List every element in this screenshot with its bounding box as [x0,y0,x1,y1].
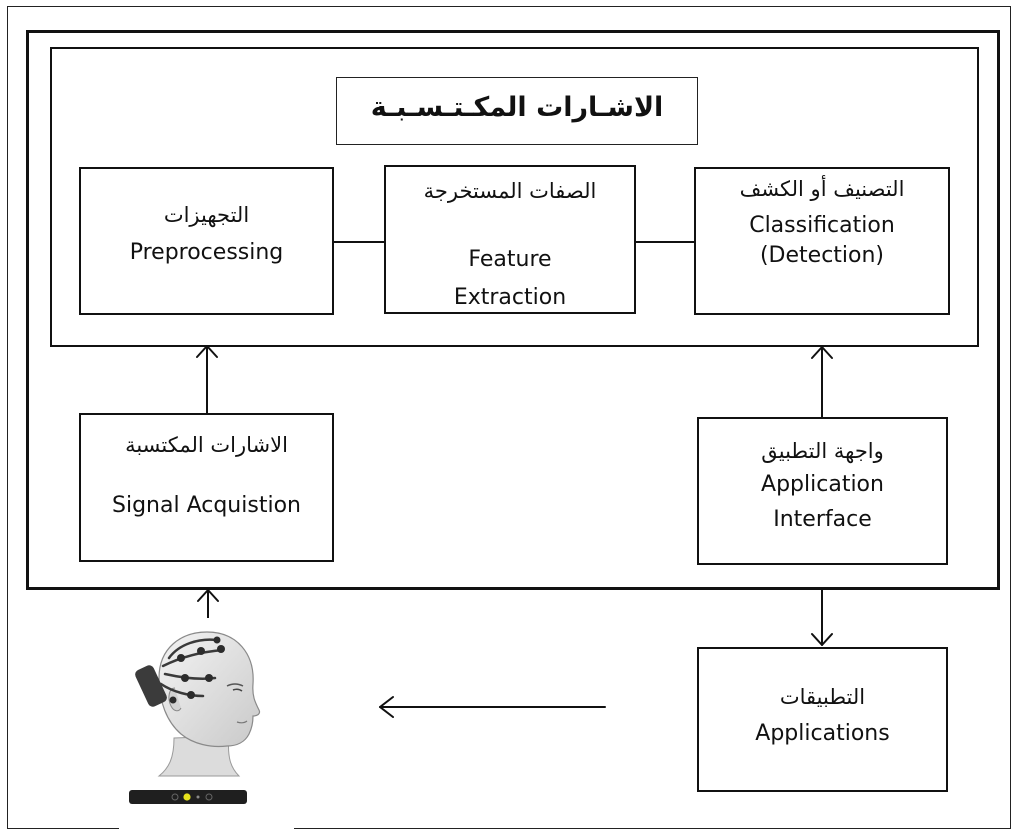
title-box: الاشـارات المكـتـسـبـة [336,77,698,145]
system-frame [26,30,1000,590]
applications-english-label: Applications [755,721,890,746]
signal-acquisition-box: الاشارات المكتسبة Signal Acquistion [79,413,334,562]
feature-english-label-line1: Feature [468,247,552,272]
arrow-head-up-2 [811,346,833,359]
classification-arabic-label: التصنيف أو الكشف [739,177,905,201]
title-text: الاشـارات المكـتـسـبـة [370,92,664,123]
signal-english-label: Signal Acquistion [112,493,301,518]
arrow-head-left [379,696,394,718]
preprocessing-english-label: Preprocessing [129,240,284,265]
interface-english-label-line1: Application [761,472,884,497]
eeg-headset-image [119,618,294,830]
eeg-receiver-device-icon [129,790,247,804]
applications-arabic-label: التطبيقات [779,685,866,709]
application-interface-box: واجهة التطبيق Application Interface [697,417,948,565]
signal-arabic-label: الاشارات المكتسبة [125,433,288,457]
preprocessing-arabic-label: التجهيزات [163,203,250,227]
feature-arabic-label: الصفات المستخرجة [423,179,597,203]
preprocessing-box: التجهيزات Preprocessing [79,167,334,315]
arrow-head-up-1 [196,345,218,358]
eeg-headset-head-icon [129,631,261,804]
interface-english-label-line2: Interface [773,507,872,532]
feature-english-label-line2: Extraction [453,285,567,310]
classification-box: التصنيف أو الكشف Classification (Detecti… [694,167,950,315]
applications-box: التطبيقات Applications [697,647,948,792]
arrow-head-up-3 [197,589,219,602]
outer-frame [7,6,1011,829]
feature-extraction-box: الصفات المستخرجة Feature Extraction [384,165,636,314]
interface-arabic-label: واجهة التطبيق [761,439,884,463]
arrow-head-down [811,633,833,646]
classification-english-label-line2: (Detection) [759,243,885,268]
classification-english-label-line1: Classification [749,213,895,238]
